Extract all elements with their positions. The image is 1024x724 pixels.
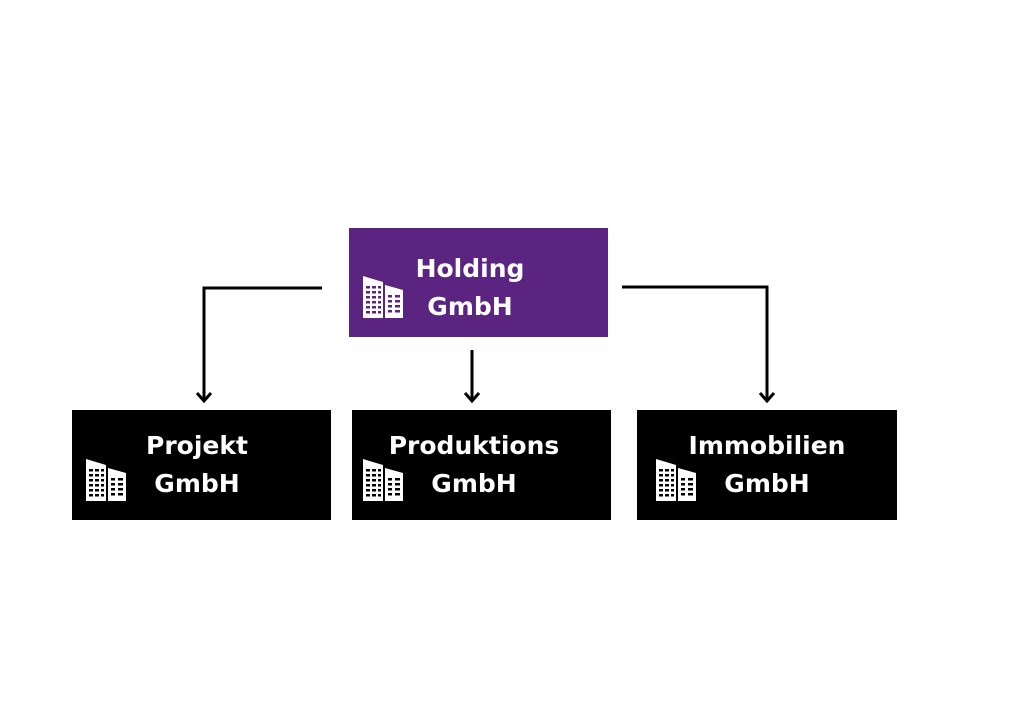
immobilien-node: Immobilien GmbH — [637, 410, 897, 520]
immobilien-label: Immobilien GmbH — [677, 427, 857, 503]
projekt-label: Projekt GmbH — [132, 427, 262, 503]
arrowhead-projekt — [195, 392, 213, 404]
produktions-node: Produktions GmbH — [352, 410, 611, 520]
holding-label-line1: Holding — [415, 254, 525, 283]
connector-holding-to-projekt — [202, 286, 322, 400]
produktions-label-line2: GmbH — [431, 469, 517, 498]
building-icon — [363, 276, 403, 318]
projekt-label-line2: GmbH — [154, 469, 240, 498]
immobilien-label-line2: GmbH — [724, 469, 810, 498]
produktions-label-line1: Produktions — [388, 431, 560, 460]
holding-label-line2: GmbH — [427, 292, 513, 321]
immobilien-label-line1: Immobilien — [688, 431, 846, 460]
holding-label: Holding GmbH — [405, 250, 535, 326]
holding-node: Holding GmbH — [349, 228, 608, 337]
projekt-node: Projekt GmbH — [72, 410, 331, 520]
projekt-label-line1: Projekt — [146, 431, 248, 460]
building-icon — [363, 459, 403, 501]
connector-holding-to-immobilien — [622, 285, 769, 400]
building-icon — [86, 459, 126, 501]
arrowhead-produktions — [463, 392, 481, 404]
arrowhead-immobilien — [758, 392, 776, 404]
building-icon — [656, 459, 696, 501]
produktions-label: Produktions GmbH — [384, 427, 564, 503]
